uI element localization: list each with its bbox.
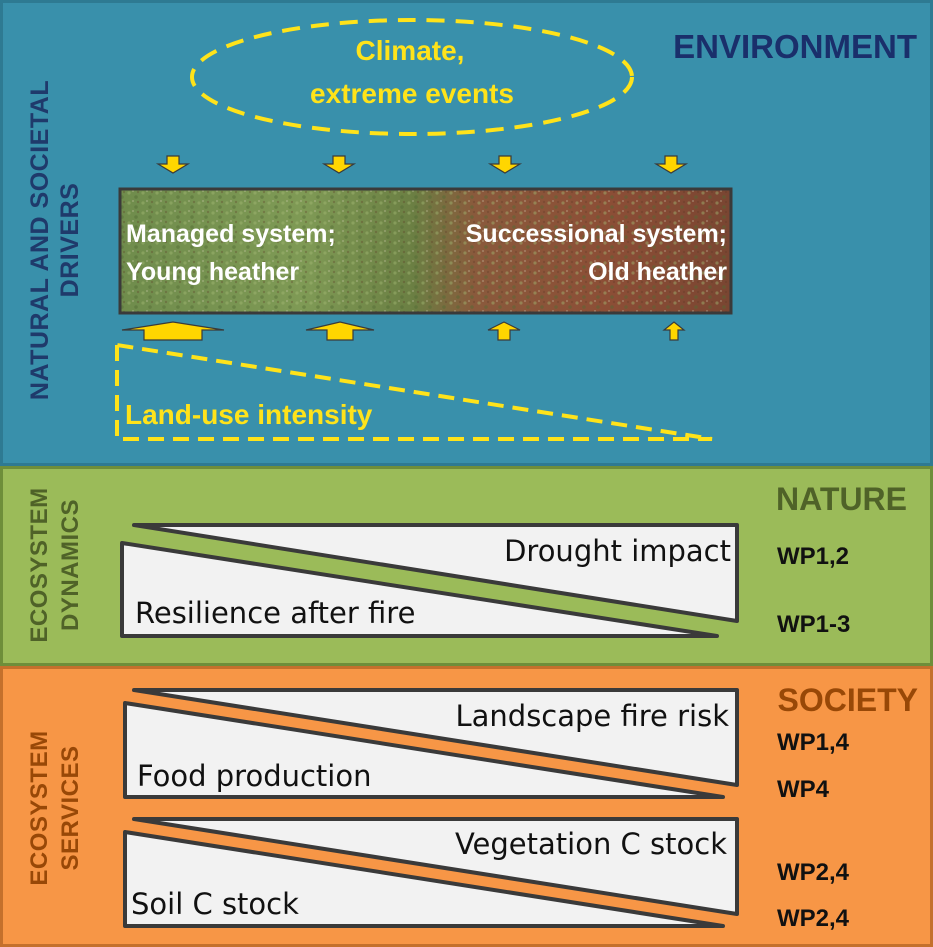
bar-landscape-fire-risk [132,688,739,787]
environment-side-label: NATURAL AND SOCIETAL DRIVERS [26,80,84,400]
society-bar-pair-1: Landscape fire risk Food production [123,688,739,799]
label-resilience-after-fire: Resilience after fire [135,596,415,630]
nature-bar-pair: Drought impact Resilience after fire [120,523,739,638]
society-bar-pair-2: Vegetation C stock Soil C stock [123,817,739,928]
wp-label: WP1-3 [777,611,850,638]
down-arrow-icon [653,155,689,174]
up-arrow-medium-icon [305,321,375,341]
climate-ellipse [190,18,634,136]
land-use-triangle [115,342,713,441]
land-use-label: Land-use intensity [125,399,373,430]
climate-label-line1: Climate, [356,35,465,66]
environment-heading: ENVIRONMENT [673,28,917,65]
up-arrow-small-icon [487,321,521,341]
side-label-line2: DRIVERS [56,183,84,298]
climate-arrows [155,155,689,174]
up-arrow-large-icon [121,321,225,341]
bar-food-production [123,701,725,799]
label-soil-c-stock: Soil C stock [131,887,299,921]
side-label-line1: ECOSYSTEM [26,730,53,885]
label-food-production: Food production [137,759,371,793]
wp-label: WP1,2 [777,543,849,570]
wp-label: WP2,4 [777,859,850,886]
bar-vegetation-c-stock [132,817,739,916]
side-label-line1: NATURAL AND SOCIETAL [26,80,54,400]
heather-photo: Managed system; Young heather Succession… [118,187,733,315]
photo-left-line1: Managed system; [126,220,336,248]
photo-right-line2: Old heather [588,258,727,286]
bar-resilience-after-fire [120,541,719,638]
label-landscape-fire-risk: Landscape fire risk [455,699,729,733]
side-label-line2: SERVICES [57,746,84,871]
climate-label-line2: extreme events [310,78,514,109]
wp-label: WP1,4 [777,729,850,756]
nature-heading: NATURE [776,481,907,517]
photo-right-line1: Successional system; [466,220,727,248]
label-drought-impact: Drought impact [504,534,731,568]
up-arrow-tiny-icon [662,321,686,341]
wp-label: WP2,4 [777,905,850,932]
down-arrow-icon [487,155,523,174]
wp-label: WP4 [777,776,830,803]
bar-soil-c-stock [123,830,725,928]
photo-left-line2: Young heather [126,258,299,286]
land-use-arrows [121,321,686,341]
down-arrow-icon [155,155,191,174]
bar-drought-impact [132,523,739,623]
society-heading: SOCIETY [778,682,918,718]
nature-side-label: ECOSYSTEM DYNAMICS [26,487,84,642]
down-arrow-icon [321,155,357,174]
society-side-label: ECOSYSTEM SERVICES [26,730,84,885]
side-label-line1: ECOSYSTEM [26,487,53,642]
side-label-line2: DYNAMICS [57,499,84,631]
label-vegetation-c-stock: Vegetation C stock [455,827,727,861]
